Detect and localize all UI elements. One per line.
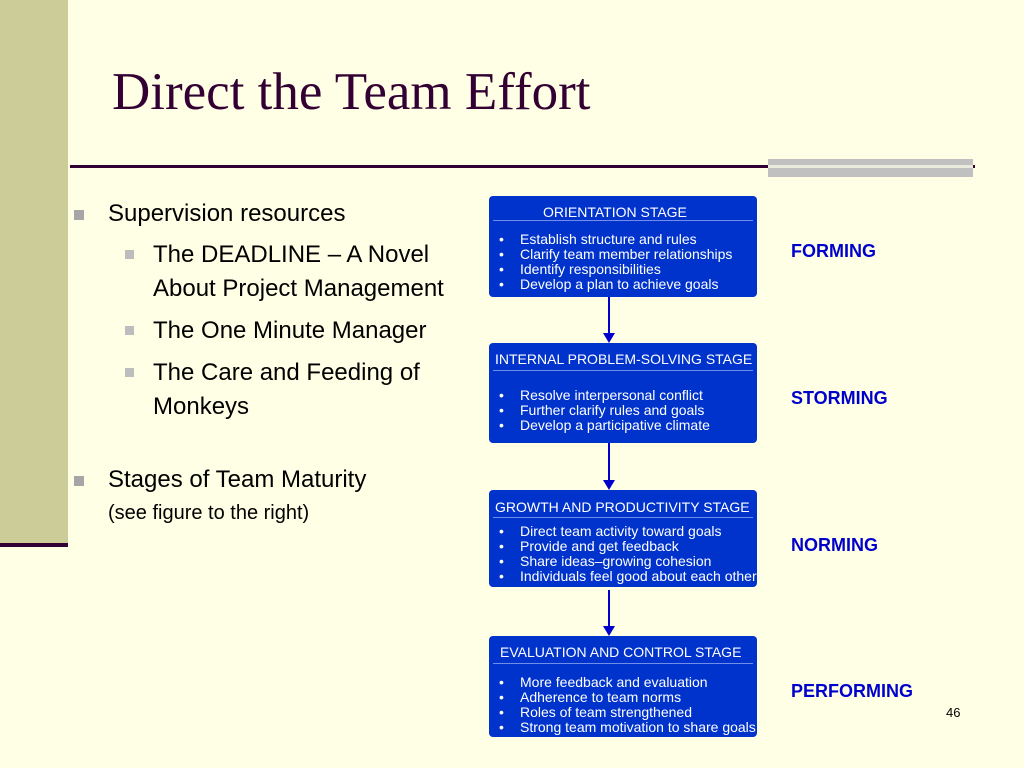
stage-item: Roles of team strengthened [499,705,757,721]
stage-item: Further clarify rules and goals [499,403,757,419]
stage-item: Develop a plan to achieve goals [499,277,757,293]
stage-item: More feedback and evaluation [499,675,757,691]
stage-item: Establish structure and rules [499,232,757,248]
stage-box-growth-productivity: GROWTH AND PRODUCTIVITY STAGE Direct tea… [489,490,757,587]
stage-item-list: Resolve interpersonal conflict Further c… [489,371,757,434]
slide-title: Direct the Team Effort [112,63,591,121]
corner-decoration [768,159,973,177]
square-bullet-icon [74,210,84,220]
square-bullet-icon [125,368,134,377]
sub-bullet-text: The Care and Feeding of Monkeys [153,359,420,420]
stage-item: Develop a participative climate [499,418,757,434]
title-rule [70,165,975,168]
arrow-down-icon [603,297,615,343]
bullet-note: (see figure to the right) [108,502,310,524]
stage-item-list: Establish structure and rules Clarify te… [489,221,757,293]
stage-item: Provide and get feedback [499,539,757,555]
left-band [0,0,68,545]
bullet-text: Stages of Team Maturity [108,466,367,493]
stage-label-performing: PERFORMING [791,681,914,701]
bullet-supervision: Supervision resources [72,198,472,230]
stage-heading: GROWTH AND PRODUCTIVITY STAGE [495,499,750,515]
stage-item: Clarify team member relationships [499,247,757,263]
stage-label-norming: NORMING [791,535,878,555]
stage-item: Resolve interpersonal conflict [499,388,757,404]
stage-item: Share ideas–growing cohesion [499,554,757,570]
stage-heading: EVALUATION AND CONTROL STAGE [500,644,742,660]
sub-bullet-book: The One Minute Manager [72,314,472,348]
arrow-down-icon [603,443,615,490]
stage-divider [493,663,753,664]
stage-divider [493,370,753,371]
stage-heading: ORIENTATION STAGE [543,204,687,220]
sub-bullet-book: The DEADLINE – A Novel About Project Man… [72,238,472,306]
stage-item-list: More feedback and evaluation Adherence t… [489,664,757,736]
stage-box-evaluation-control: EVALUATION AND CONTROL STAGE More feedba… [489,636,757,737]
stage-item: Identify responsibilities [499,262,757,278]
arrow-down-icon [603,590,615,636]
stage-item: Strong team motivation to share goals [499,720,757,736]
left-band-rule [0,543,68,547]
square-bullet-icon [125,326,134,335]
stage-label-forming: FORMING [791,241,876,261]
stage-item: Direct team activity toward goals [499,524,757,540]
sub-bullet-text: The DEADLINE – A Novel About Project Man… [153,241,444,302]
stage-box-orientation: ORIENTATION STAGE Establish structure an… [489,196,757,297]
stage-divider [493,220,753,221]
square-bullet-icon [74,476,84,486]
stage-item: Adherence to team norms [499,690,757,706]
stage-item: Individuals feel good about each other [499,569,757,585]
stage-item-list: Direct team activity toward goals Provid… [489,518,757,585]
stage-label-storming: STORMING [791,388,888,408]
square-bullet-icon [125,250,134,259]
sub-bullet-book: The Care and Feeding of Monkeys [72,356,472,424]
page-number: 46 [946,705,961,720]
stage-divider [493,517,753,518]
sub-bullet-text: The One Minute Manager [153,317,427,344]
stage-box-internal-problem-solving: INTERNAL PROBLEM-SOLVING STAGE Resolve i… [489,343,757,443]
bullet-text: Supervision resources [108,200,346,227]
bullet-maturity: Stages of Team Maturity (see figure to t… [72,464,472,528]
stage-heading: INTERNAL PROBLEM-SOLVING STAGE [495,351,753,367]
bullet-list: Supervision resources The DEADLINE – A N… [72,198,472,528]
